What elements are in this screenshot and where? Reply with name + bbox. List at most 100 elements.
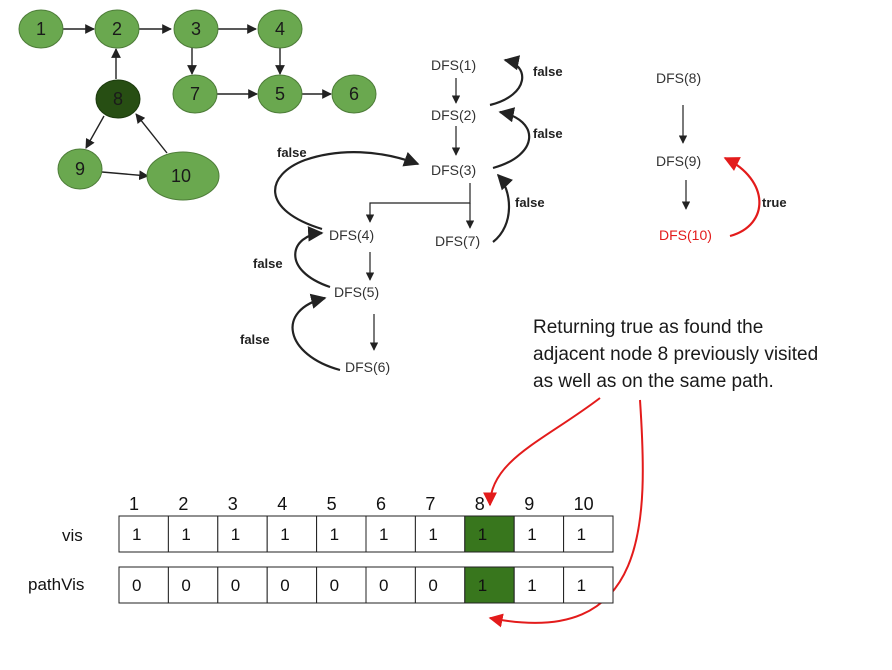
edge-9-10 [101,170,149,181]
return-label-4-3: false [277,145,307,160]
edge-8-9 [85,115,105,149]
annotation: Returning true as found the adjacent nod… [483,317,818,628]
recursion-tree: DFS(1) DFS(2) DFS(3) DFS(4) DFS(5) DFS(6… [240,55,787,375]
table-cell-vis-2 [167,515,219,553]
table-cell-vis-7 [414,515,466,553]
table-cell-value: 1 [527,576,536,595]
graph-node-10: 10 [146,151,220,201]
call-arrows [365,78,691,351]
table-cell-vis-5 [316,515,367,553]
table-cell-pathvis-10 [563,566,614,604]
node-circle [331,74,377,114]
return-label-6-5: false [240,332,270,347]
table-cell-pathvis-3 [217,566,268,604]
node-circle [173,9,219,49]
graph-node-3: 3 [173,9,219,49]
node-label: 3 [191,19,201,39]
table-cell-vis-1 [118,515,169,553]
graph-node-8: 8 [95,79,141,119]
node-circle [257,9,303,49]
node-circle [95,79,141,119]
return-label-2-1: false [533,64,563,79]
table-cell-pathvis-2 [167,566,219,604]
table-cell-value: 1 [132,525,141,544]
node-circle [18,9,64,49]
table-cell-value: 1 [577,525,586,544]
table-cell-pathvis-7 [414,566,466,604]
table-cell-value: 1 [478,576,487,595]
table-cell-vis-10 [563,515,614,553]
node-label: 9 [75,159,85,179]
node-circle [146,151,220,201]
column-header-5: 5 [327,494,337,514]
table-cell-pathvis-6 [365,566,416,604]
graph-node-6: 6 [331,74,377,114]
pointer-arrow-vis [483,397,601,507]
table-cell-vis-6 [365,515,416,553]
return-arrow-4-3 [274,151,420,231]
table-cell-value: 1 [379,525,388,544]
table-cell-pathvis-4 [266,566,318,604]
graph-edges [62,24,332,181]
table-cell-pathvis-5 [316,566,367,604]
table-cell-value: 1 [478,525,487,544]
table-cell-value: 1 [231,525,240,544]
table-cell-value: 1 [280,525,289,544]
call-arrow-3-4-7 [365,183,471,223]
return-arrow-7-3 [492,173,514,243]
graph-node-2: 2 [94,9,140,49]
dfs-call-7: DFS(7) [435,233,480,249]
table-cell-value: 1 [527,525,536,544]
graph-node-5: 5 [257,74,303,114]
dfs-call-3: DFS(3) [431,162,476,178]
node-label: 1 [36,19,46,39]
directed-graph: 1 2 3 4 5 6 7 8 [18,9,377,201]
column-header-9: 9 [524,494,534,514]
graph-node-9: 9 [57,148,103,190]
table-cell-value: 0 [330,576,339,595]
annotation-line-1: Returning true as found the [533,317,763,338]
table-cell-vis-3 [217,515,268,553]
table-cell-value: 1 [181,525,190,544]
dfs-call-2: DFS(2) [431,107,476,123]
return-label-5-4: false [253,256,283,271]
annotation-line-2: adjacent node 8 previously visited [533,344,818,365]
table-cell-value: 0 [379,576,388,595]
node-label: 4 [275,19,285,39]
dfs-call-4: DFS(4) [329,227,374,243]
node-label: 5 [275,84,285,104]
node-circle [172,74,218,114]
dfs-call-8: DFS(8) [656,70,701,86]
node-label: 2 [112,19,122,39]
table-cell-value: 1 [330,525,339,544]
column-header-8: 8 [475,494,485,514]
graph-node-1: 1 [18,9,64,49]
table-cell-value: 0 [132,576,141,595]
return-label-3-2: false [533,126,563,141]
edge-10-8 [135,113,168,154]
node-circle [57,148,103,190]
row-label-pathvis: pathVis [28,575,84,594]
dfs-call-6: DFS(6) [345,359,390,375]
return-arrow-2-1 [489,55,524,107]
table-cell-pathvis-9 [513,566,565,604]
return-arrow-10-9 [723,157,761,238]
row-label-vis: vis [62,526,83,545]
return-arrow-6-5 [291,293,341,372]
return-label-7-3: false [515,195,545,210]
annotation-line-3: as well as on the same path. [533,371,774,392]
table-cell-value: 0 [280,576,289,595]
table-cell-value: 0 [428,576,437,595]
node-label: 6 [349,84,359,104]
node-label: 7 [190,84,200,104]
column-header-10: 10 [574,494,594,514]
dfs-call-5: DFS(5) [334,284,379,300]
return-arrow-5-4 [294,226,331,289]
table-cell-vis-9 [513,515,565,553]
column-header-7: 7 [425,494,435,514]
